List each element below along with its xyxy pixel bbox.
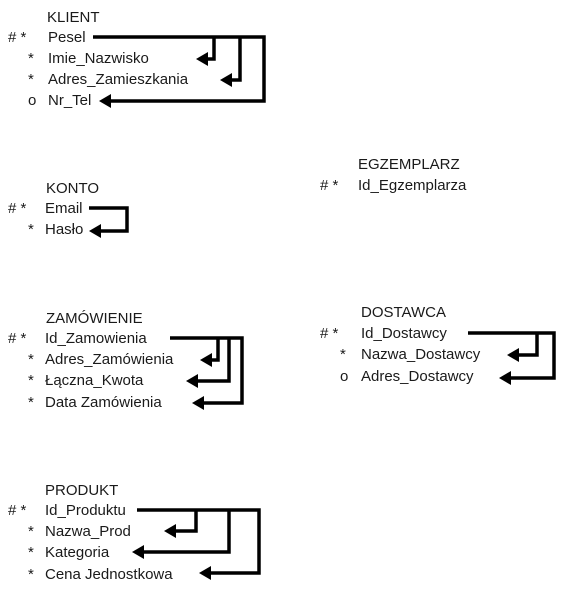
arrowhead-icon — [132, 545, 144, 559]
attribute-name: Hasło — [45, 221, 84, 238]
attribute-name: Adres_Dostawcy — [361, 368, 474, 385]
entity-title: KLIENT — [47, 9, 100, 26]
attribute-marker: # * — [320, 177, 339, 194]
dependency-line-zamowienie — [170, 336, 244, 405]
arrowhead-icon — [499, 371, 511, 385]
attribute-marker: * — [28, 394, 34, 411]
arrowhead-icon — [164, 524, 176, 538]
attribute-name: Cena Jednostkowa — [45, 566, 173, 583]
attribute-name: Kategoria — [45, 544, 110, 561]
arrowhead-icon — [192, 396, 204, 410]
arrowhead-icon — [220, 73, 232, 87]
attribute-name: Nr_Tel — [48, 92, 92, 109]
dependency-line-dostawca — [468, 331, 556, 380]
arrowhead-icon — [200, 353, 212, 367]
attribute-name: Adres_Zamówienia — [45, 351, 174, 368]
arrowhead-icon — [196, 52, 208, 66]
dependency-line-konto — [89, 206, 129, 233]
dependency-line-klient — [231, 37, 242, 82]
dependency-line-produkt — [175, 510, 198, 533]
arrowhead-icon — [99, 94, 111, 108]
arrowhead-icon — [186, 374, 198, 388]
attribute-marker: # * — [8, 330, 27, 347]
attribute-name: Pesel — [48, 29, 86, 46]
arrowhead-icon — [89, 224, 101, 238]
arrowhead-icon — [199, 566, 211, 580]
attribute-marker: # * — [8, 502, 27, 519]
entity-title: PRODUKT — [45, 482, 119, 499]
attribute-marker: * — [28, 523, 34, 540]
attribute-name: Id_Zamowienia — [45, 330, 147, 347]
dependency-line-zamowienie — [211, 338, 220, 362]
entity-title: ZAMÓWIENIE — [46, 310, 143, 327]
dependency-line-produkt — [137, 508, 261, 575]
attribute-name: Email — [45, 200, 83, 217]
attribute-name: Id_Egzemplarza — [358, 177, 467, 194]
attribute-marker: * — [28, 221, 34, 238]
attribute-name: Łączna_Kwota — [45, 372, 144, 389]
attribute-marker: * — [28, 544, 34, 561]
attribute-marker: # * — [320, 325, 339, 342]
attribute-marker: * — [340, 346, 346, 363]
dependency-line-produkt — [143, 510, 231, 554]
entity-title: KONTO — [46, 180, 100, 197]
entity-title: EGZEMPLARZ — [358, 156, 460, 173]
attribute-marker: * — [28, 566, 34, 583]
attribute-name: Nazwa_Dostawcy — [361, 346, 481, 363]
attribute-marker: # * — [8, 200, 27, 217]
attribute-name: Nazwa_Prod — [45, 523, 131, 540]
dependency-line-dostawca — [518, 333, 539, 357]
attribute-marker: * — [28, 351, 34, 368]
attribute-name: Imie_Nazwisko — [48, 50, 149, 67]
attribute-marker: * — [28, 71, 34, 88]
dependency-line-zamowienie — [197, 338, 231, 383]
attribute-marker: o — [28, 92, 37, 109]
attribute-marker: * — [28, 372, 34, 389]
attribute-marker: o — [340, 368, 349, 385]
attribute-name: Adres_Zamieszkania — [48, 71, 189, 88]
entity-title: DOSTAWCA — [361, 304, 446, 321]
arrowhead-icon — [507, 348, 519, 362]
dependency-line-klient — [207, 37, 216, 61]
attribute-name: Data Zamówienia — [45, 394, 162, 411]
attribute-marker: * — [28, 50, 34, 67]
attribute-name: Id_Dostawcy — [361, 325, 447, 342]
attribute-marker: # * — [8, 29, 27, 46]
dependency-line-klient — [93, 35, 266, 103]
attribute-name: Id_Produktu — [45, 502, 126, 519]
